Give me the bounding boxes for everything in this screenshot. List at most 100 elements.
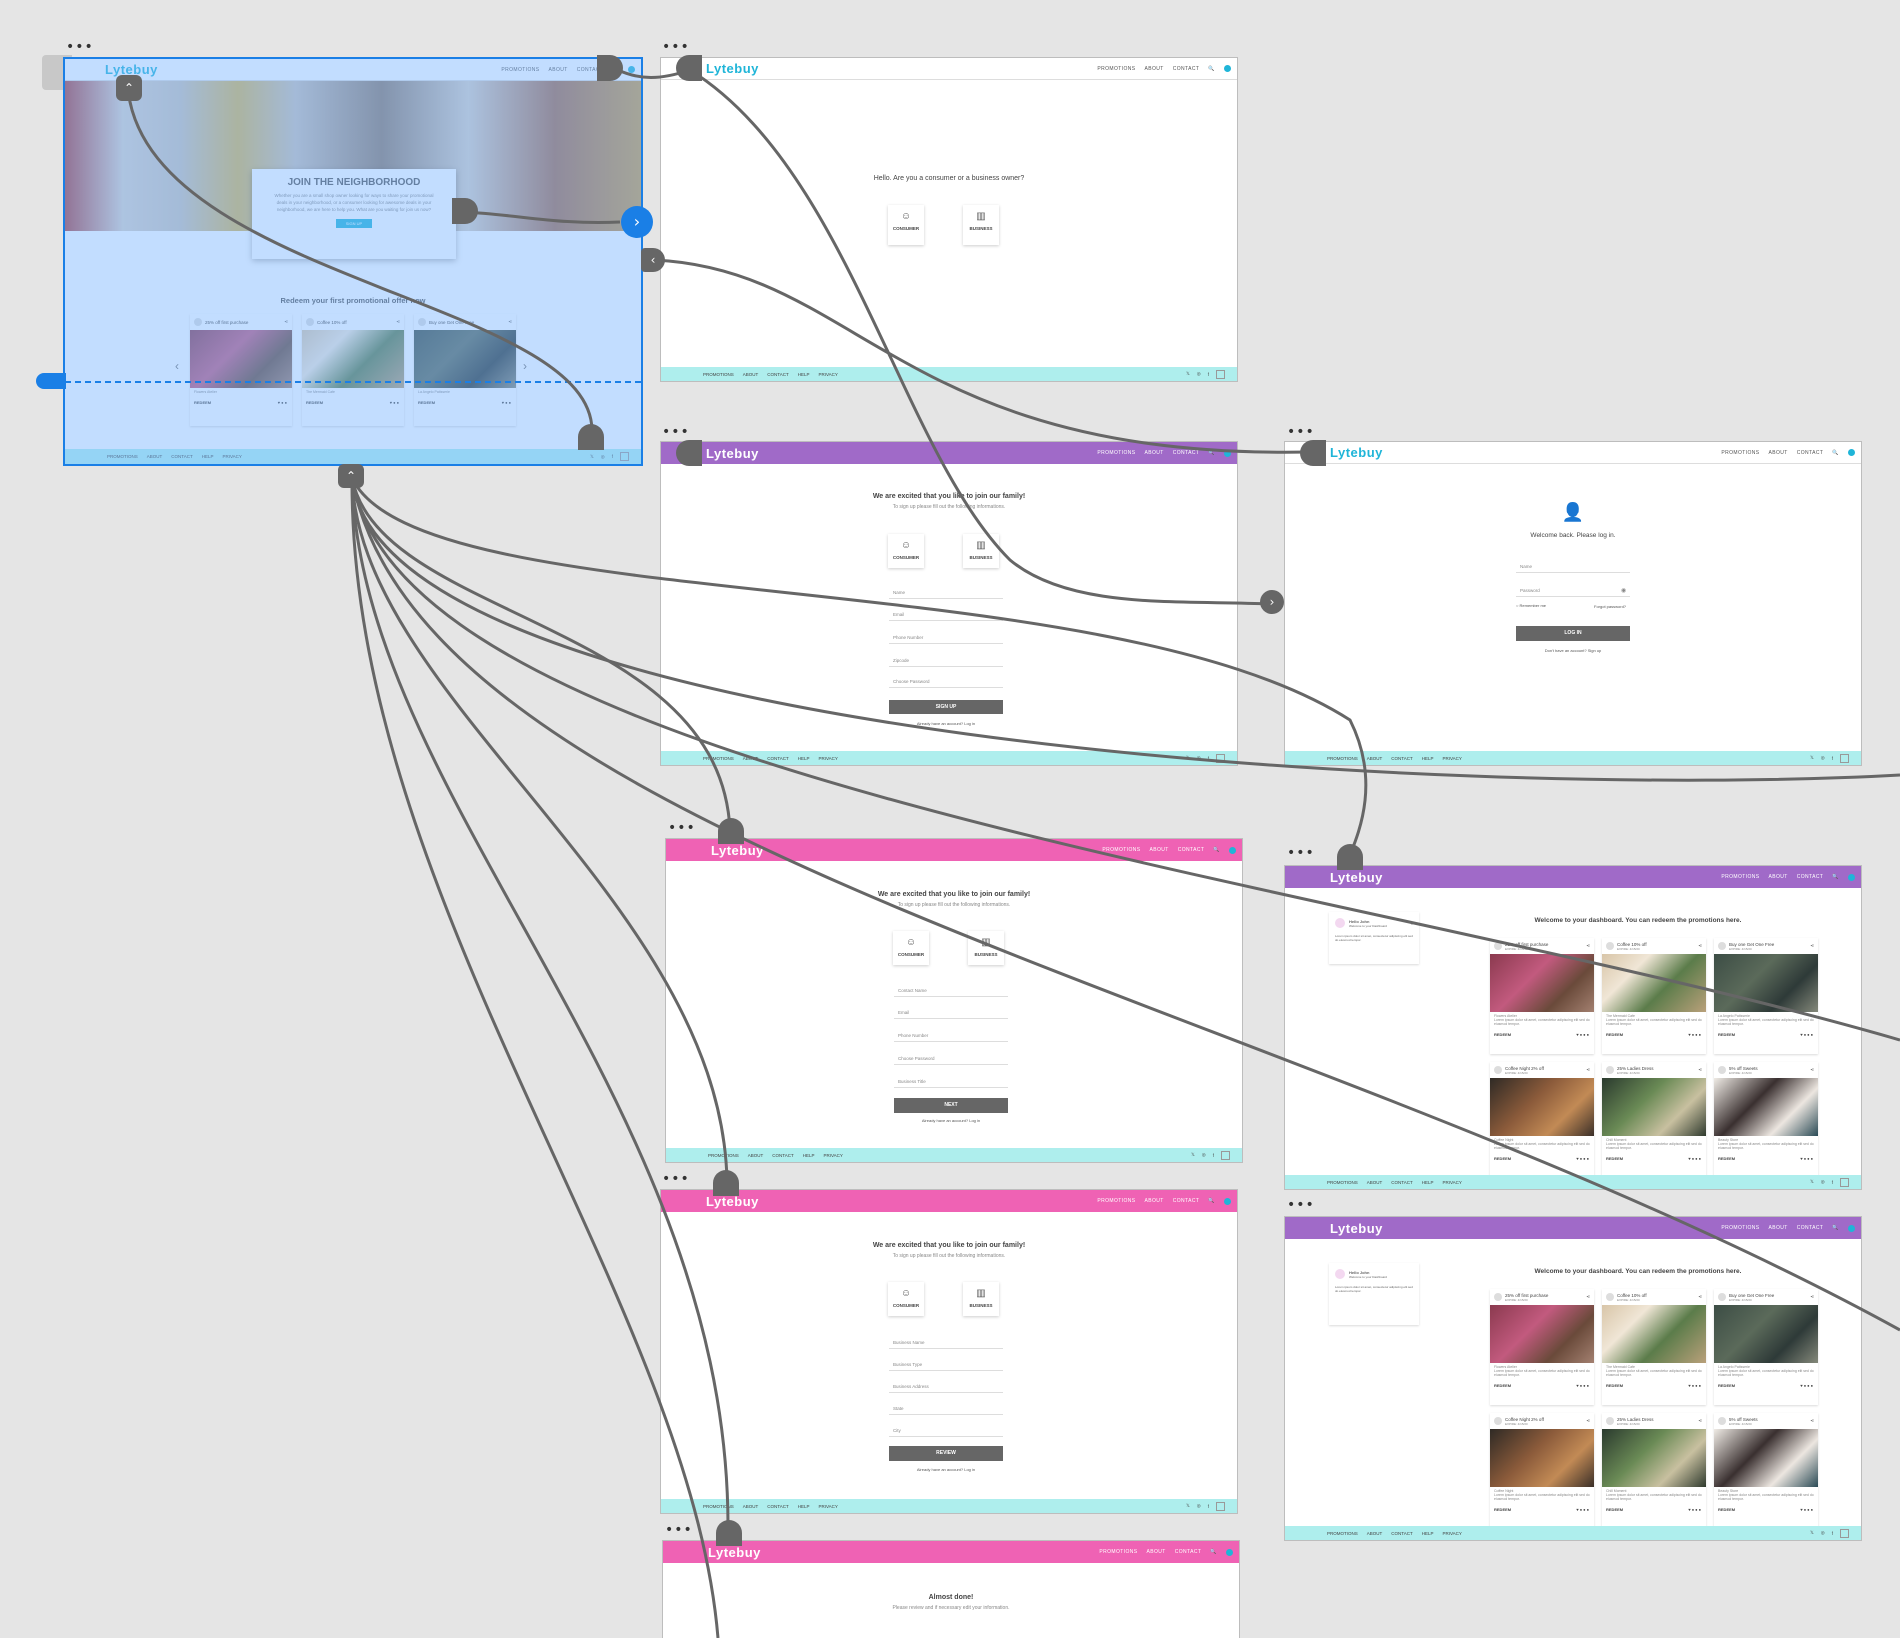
- share-icon[interactable]: ⋖: [1698, 1294, 1702, 1299]
- consumer-option[interactable]: ☺CONSUMER: [888, 534, 924, 568]
- artboard-menu-dots[interactable]: •••: [662, 424, 690, 440]
- action-icons[interactable]: ♥●●●: [1688, 1507, 1702, 1512]
- zipcode-field[interactable]: Zipcode: [889, 654, 1003, 667]
- connector-pin-top[interactable]: [713, 1170, 739, 1196]
- action-icons[interactable]: ♥●●●: [1688, 1032, 1702, 1037]
- business-type-field[interactable]: Business Type: [889, 1358, 1003, 1371]
- eye-icon[interactable]: ◉: [1621, 588, 1627, 594]
- city-field[interactable]: City: [889, 1424, 1003, 1437]
- avatar[interactable]: [1224, 65, 1231, 72]
- connector-pin-down[interactable]: ⌃: [338, 464, 364, 488]
- search-icon[interactable]: 🔍: [1832, 1225, 1839, 1231]
- artboard-menu-dots[interactable]: •••: [1287, 1197, 1315, 1213]
- artboard-menu-dots[interactable]: •••: [662, 39, 690, 55]
- login-link[interactable]: Already have an account? Log in: [916, 1467, 976, 1472]
- phone-field[interactable]: Phone Number: [894, 1029, 1008, 1042]
- avatar[interactable]: [1226, 1548, 1233, 1556]
- consumer-option[interactable]: ☺CONSUMER: [893, 931, 929, 965]
- business-option[interactable]: ▥BUSINESS: [963, 205, 999, 245]
- share-icon[interactable]: ⋖: [1810, 943, 1814, 948]
- next-button[interactable]: NEXT: [894, 1098, 1008, 1113]
- artboard-menu-dots[interactable]: •••: [662, 1171, 690, 1187]
- logo[interactable]: Lytebuy: [105, 62, 158, 77]
- logo[interactable]: Lytebuy: [1330, 1220, 1383, 1236]
- share-icon[interactable]: ⋖: [1586, 1067, 1590, 1072]
- avatar[interactable]: [1224, 1197, 1231, 1205]
- logo[interactable]: Lytebuy: [708, 1544, 761, 1560]
- redeem-button[interactable]: REDEEM: [1606, 1032, 1624, 1037]
- avatar[interactable]: [1229, 846, 1236, 854]
- fixed-guide-handle[interactable]: [36, 373, 66, 389]
- connector-pin[interactable]: [676, 55, 702, 81]
- facebook-icon[interactable]: f: [611, 454, 613, 459]
- redeem-button[interactable]: REDEEM: [1718, 1383, 1736, 1388]
- password-field[interactable]: Choose Password: [894, 1052, 1008, 1065]
- connector-pin[interactable]: [452, 198, 478, 224]
- twitter-icon[interactable]: 𝕏: [590, 453, 594, 459]
- logo[interactable]: Lytebuy: [1330, 869, 1383, 885]
- avatar[interactable]: [1335, 918, 1345, 928]
- redeem-button[interactable]: REDEEM: [1606, 1156, 1624, 1161]
- business-option[interactable]: ▥BUSINESS: [963, 1282, 999, 1316]
- back-arrow-pin[interactable]: ‹: [641, 248, 665, 272]
- avatar[interactable]: [1224, 449, 1231, 457]
- nav-promotions[interactable]: PROMOTIONS: [501, 66, 540, 73]
- search-icon[interactable]: 🔍: [1208, 1198, 1215, 1204]
- action-icons[interactable]: ♥●●●: [1800, 1156, 1814, 1161]
- action-icons[interactable]: ♥●●●: [1800, 1032, 1814, 1037]
- share-icon[interactable]: ⋖: [1810, 1067, 1814, 1072]
- share-icon[interactable]: ⋖: [1586, 1418, 1590, 1423]
- artboard-menu-dots[interactable]: •••: [665, 1522, 693, 1538]
- logo[interactable]: Lytebuy: [711, 842, 764, 858]
- share-icon[interactable]: ⋖: [1810, 1418, 1814, 1423]
- share-icon[interactable]: ⋖: [1586, 943, 1590, 948]
- login-link[interactable]: Already have an account? Log in: [916, 721, 976, 726]
- business-name-field[interactable]: Business Name: [889, 1336, 1003, 1349]
- forgot-link[interactable]: Forgot password?: [1594, 604, 1627, 609]
- phone-field[interactable]: Phone Number: [889, 631, 1003, 644]
- redeem-button[interactable]: REDEEM: [1606, 1383, 1624, 1388]
- consumer-option[interactable]: ☺CONSUMER: [888, 205, 924, 245]
- artboard-menu-dots[interactable]: •••: [668, 820, 696, 836]
- add-icon[interactable]: [620, 452, 629, 461]
- share-icon[interactable]: ⋖: [1698, 1418, 1702, 1423]
- redeem-button[interactable]: REDEEM: [1494, 1156, 1512, 1161]
- action-icons[interactable]: ♥●●●: [1800, 1507, 1814, 1512]
- connector-pin[interactable]: [597, 55, 623, 81]
- business-address-field[interactable]: Business Address: [889, 1380, 1003, 1393]
- forward-arrow-pin[interactable]: ›: [1260, 590, 1284, 614]
- connector-pin-up[interactable]: ⌃: [116, 75, 142, 101]
- connector-pin-top[interactable]: [716, 1520, 742, 1546]
- search-icon[interactable]: 🔍: [1832, 874, 1839, 880]
- share-icon[interactable]: ⋖: [1698, 1067, 1702, 1072]
- connector-pin[interactable]: [676, 440, 702, 466]
- redeem-button[interactable]: REDEEM: [1494, 1032, 1512, 1037]
- action-icons[interactable]: ♥●●●: [1688, 1383, 1702, 1388]
- action-icons[interactable]: ♥●●●: [1576, 1156, 1590, 1161]
- connector-pin-bottom[interactable]: [578, 424, 604, 450]
- artboard-menu-dots[interactable]: •••: [1287, 845, 1315, 861]
- share-icon[interactable]: ⋖: [1698, 943, 1702, 948]
- password-field[interactable]: Choose Password: [889, 675, 1003, 688]
- search-icon[interactable]: 🔍: [1213, 847, 1220, 853]
- avatar[interactable]: [1335, 1269, 1345, 1279]
- connector-pin-top[interactable]: [718, 818, 744, 844]
